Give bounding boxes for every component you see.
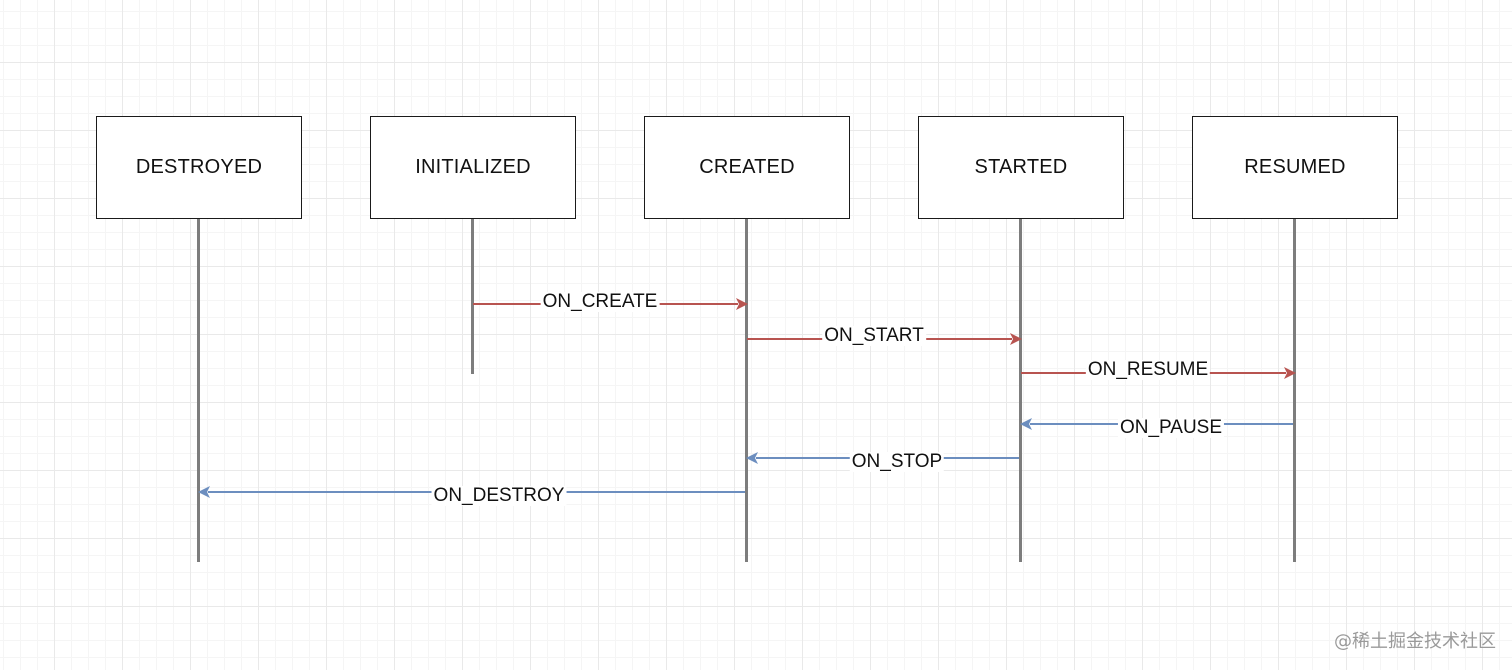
transition-label-on-destroy: ON_DESTROY bbox=[431, 485, 567, 506]
state-label: STARTED bbox=[974, 156, 1068, 178]
transition-label-on-stop: ON_STOP bbox=[849, 451, 945, 472]
state-label: RESUMED bbox=[1244, 156, 1346, 178]
lifeline-destroyed bbox=[197, 219, 200, 562]
state-label: DESTROYED bbox=[135, 156, 263, 178]
state-created[interactable]: CREATED bbox=[644, 116, 850, 219]
lifeline-started bbox=[1019, 219, 1022, 562]
state-label: CREATED bbox=[699, 156, 795, 178]
transition-label-on-create: ON_CREATE bbox=[540, 291, 660, 312]
transition-label-on-resume: ON_RESUME bbox=[1085, 359, 1211, 380]
state-resumed[interactable]: RESUMED bbox=[1192, 116, 1398, 219]
lifeline-initialized bbox=[471, 219, 474, 374]
state-destroyed[interactable]: DESTROYED bbox=[96, 116, 302, 219]
state-started[interactable]: STARTED bbox=[918, 116, 1124, 219]
lifeline-created bbox=[745, 219, 748, 562]
transition-label-on-start: ON_START bbox=[822, 325, 926, 346]
watermark: @稀土掘金技术社区 bbox=[1334, 631, 1496, 652]
lifeline-resumed bbox=[1293, 219, 1296, 562]
state-initialized[interactable]: INITIALIZED bbox=[370, 116, 576, 219]
transition-label-on-pause: ON_PAUSE bbox=[1117, 417, 1225, 438]
state-label: INITIALIZED bbox=[415, 156, 531, 178]
